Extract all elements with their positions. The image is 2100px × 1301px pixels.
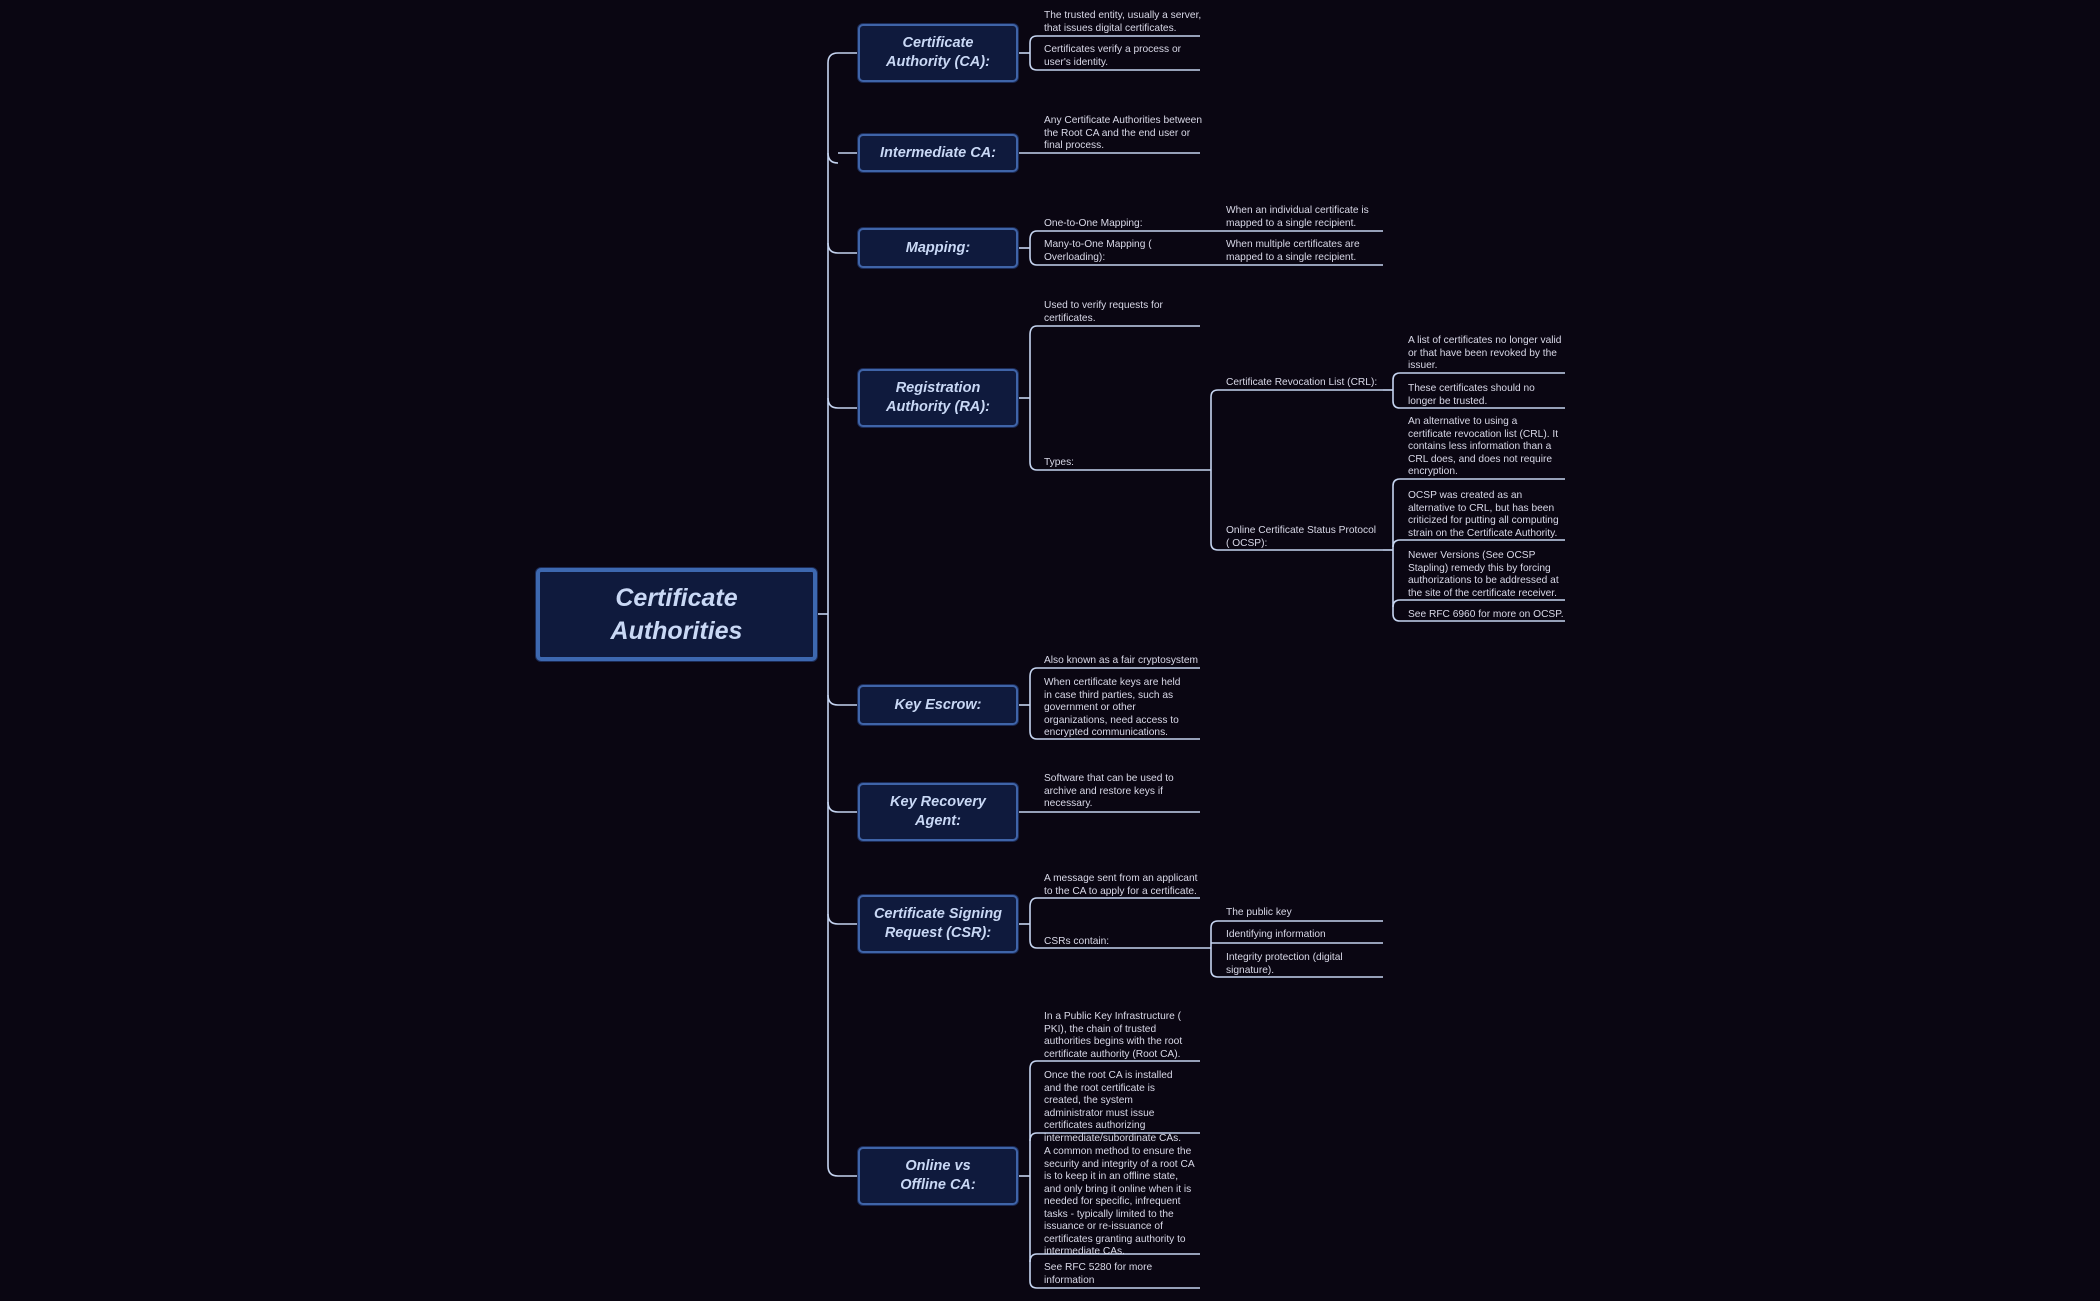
root-topic-node[interactable]: Certificate Authorities [536,568,817,661]
topic-label: Registration Authority (RA): [886,380,990,415]
topic-label: Certificate Authority (CA): [886,35,990,70]
topic-label: Key Recovery Agent: [890,794,986,829]
csr-item-identifying-info: Identifying information [1226,929,1326,940]
topic-online-vs-offline-ca[interactable]: Online vs Offline CA: [858,1147,1018,1205]
label-ra-types: Types: [1044,457,1075,468]
note-intermediate-ca: Any Certificate Authorities between the … [1044,115,1202,151]
note-key-recovery-agent: Software that can be used to archive and… [1044,773,1174,809]
note-ocsp-stapling: Newer Versions (See OCSP Stapling) remed… [1408,550,1559,599]
topic-key-escrow[interactable]: Key Escrow: [858,685,1018,725]
note-ocsp-rfc: See RFC 6960 for more on OCSP. [1408,609,1564,620]
note-ocsp-criticism: OCSP was created as an alternative to CR… [1408,490,1559,539]
topic-certificate-authority[interactable]: Certificate Authority (CA): [858,24,1018,82]
note-crl-untrusted: These certificates should no longer be t… [1408,383,1535,407]
topic-label: Intermediate CA: [879,144,997,161]
note-ca-verify: Certificates verify a process or user's … [1044,44,1182,68]
label-many-to-one-mapping: Many-to-One Mapping ( Overloading): [1044,239,1152,263]
label-one-to-one-mapping: One-to-One Mapping: [1044,218,1143,229]
label-ocsp: Online Certificate Status Protocol ( OCS… [1226,525,1377,549]
csr-item-integrity-protection: Integrity protection (digital signature)… [1226,952,1343,976]
csr-item-public-key: The public key [1226,907,1292,918]
note-many-to-one-mapping: When multiple certificates are mapped to… [1226,239,1360,263]
note-one-to-one-mapping: When an individual certificate is mapped… [1226,205,1369,229]
root-topic-label: Certificate Authorities [610,584,743,645]
topic-label: Online vs Offline CA: [900,1158,976,1193]
topic-label: Mapping: [905,239,971,256]
topic-key-recovery-agent[interactable]: Key Recovery Agent: [858,783,1018,841]
note-root-ca-install: Once the root CA is installed and the ro… [1044,1070,1182,1144]
topic-label: Key Escrow: [894,696,982,713]
note-ra-purpose: Used to verify requests for certificates… [1044,300,1163,324]
topic-intermediate-ca[interactable]: Intermediate CA: [858,134,1018,172]
note-crl-definition: A list of certificates no longer valid o… [1408,335,1562,371]
label-crl: Certificate Revocation List (CRL): [1226,377,1378,388]
topic-label: Certificate Signing Request (CSR): [873,906,1003,941]
note-ca-definition: The trusted entity, usually a server, th… [1044,10,1202,34]
topic-certificate-signing-request[interactable]: Certificate Signing Request (CSR): [858,895,1018,953]
note-offline-root-ca: A common method to ensure the security a… [1044,1146,1195,1257]
topic-mapping[interactable]: Mapping: [858,228,1018,268]
note-key-escrow-definition: When certificate keys are held in case t… [1044,677,1181,738]
topic-registration-authority[interactable]: Registration Authority (RA): [858,369,1018,427]
note-ocsp-alternative: An alternative to using a certificate re… [1408,416,1559,477]
note-rfc-5280: See RFC 5280 for more information [1044,1262,1153,1286]
note-key-escrow-aka: Also known as a fair cryptosystem [1044,655,1199,666]
note-pki-chain: In a Public Key Infrastructure ( PKI), t… [1044,1011,1183,1060]
label-csr-contains: CSRs contain: [1044,936,1110,947]
note-csr-definition: A message sent from an applicant to the … [1044,873,1198,897]
